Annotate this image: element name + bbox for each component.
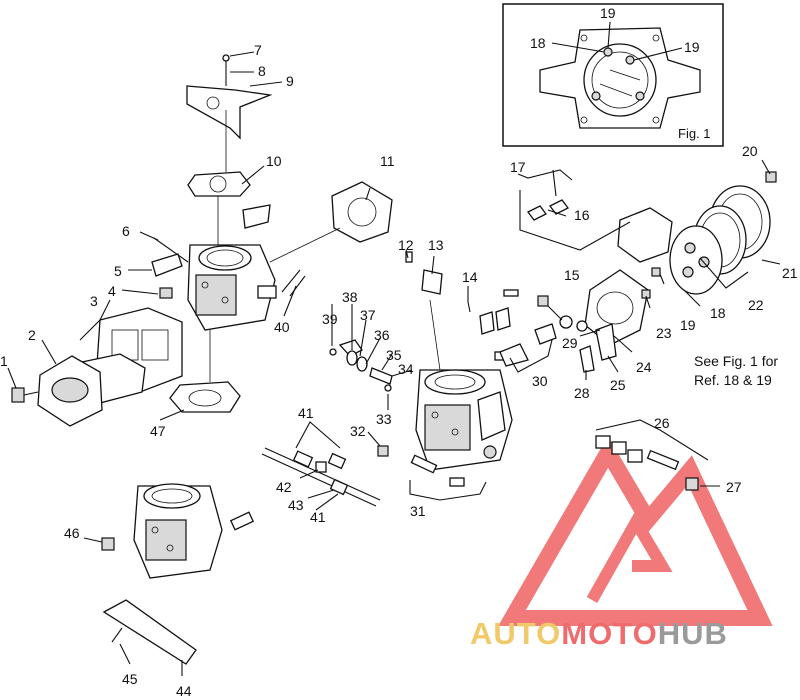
upper-left-carburetor <box>151 54 306 331</box>
callout-46: 46 <box>64 525 80 541</box>
watermark-logo-mark <box>498 436 773 626</box>
callout-18: 18 <box>710 305 726 321</box>
callout-41-top: 41 <box>298 405 314 421</box>
callout-16: 16 <box>574 207 590 223</box>
callout-3: 3 <box>90 293 98 309</box>
callout-26: 26 <box>654 415 670 431</box>
watermark-moto: MOTO <box>561 616 658 651</box>
callout-33: 33 <box>376 411 392 427</box>
callout-45: 45 <box>122 671 138 687</box>
lower-left-carburetor <box>101 483 255 665</box>
callout-1: 1 <box>0 353 8 369</box>
callout-18-inset: 18 <box>530 35 546 51</box>
note-line-2: Ref. 18 & 19 <box>694 372 772 388</box>
callout-32: 32 <box>350 423 366 439</box>
leader-lines <box>7 51 781 676</box>
callout-39: 39 <box>322 311 338 327</box>
callout-15: 15 <box>564 267 580 283</box>
watermark-logo-text: AUTOMOTOHUB <box>470 616 800 656</box>
callout-42: 42 <box>276 479 292 495</box>
fig1-label: Fig. 1 <box>678 126 711 141</box>
callout-36: 36 <box>374 327 390 343</box>
callout-29: 29 <box>562 335 578 351</box>
callout-4: 4 <box>108 283 116 299</box>
callout-11: 11 <box>380 153 395 169</box>
callout-40: 40 <box>274 319 290 335</box>
callout-31: 31 <box>410 503 426 519</box>
gasket-47 <box>169 330 241 413</box>
pump-cover-11 <box>269 181 393 263</box>
callout-47: 47 <box>150 423 166 439</box>
callout-19-inset-right: 19 <box>684 39 700 55</box>
callout-5: 5 <box>114 263 122 279</box>
callout-9: 9 <box>286 73 294 89</box>
small-parts-top-center <box>405 169 569 367</box>
right-pump-assembly <box>559 171 777 373</box>
watermark-auto: AUTO <box>470 616 562 651</box>
callout-35: 35 <box>386 347 402 363</box>
callout-2: 2 <box>28 327 36 343</box>
callout-24: 24 <box>636 359 652 375</box>
callout-7: 7 <box>254 42 262 58</box>
callout-34: 34 <box>398 361 414 377</box>
fuel-line-assembly <box>261 447 381 507</box>
callout-19-inset-top: 19 <box>600 5 616 21</box>
fig1-reference-note: See Fig. 1 for Ref. 18 & 19 <box>694 352 778 390</box>
callout-8: 8 <box>258 63 266 79</box>
callout-numbers: 7 8 9 10 11 6 5 4 3 2 1 40 47 12 13 14 1… <box>0 5 798 699</box>
callout-23: 23 <box>656 325 672 341</box>
callout-37: 37 <box>360 307 376 323</box>
callout-19: 19 <box>680 317 696 333</box>
callout-14: 14 <box>462 269 478 285</box>
callout-28: 28 <box>574 385 590 401</box>
callout-25: 25 <box>610 377 626 393</box>
center-carburetor <box>329 299 513 487</box>
callout-13: 13 <box>428 237 444 253</box>
watermark-hub: HUB <box>657 616 728 651</box>
callout-12: 12 <box>398 237 414 253</box>
callout-21: 21 <box>782 265 798 281</box>
callout-17: 17 <box>510 159 526 175</box>
fittings-26-27 <box>595 435 699 491</box>
callout-22: 22 <box>748 297 764 313</box>
note-line-1: See Fig. 1 for <box>694 353 779 369</box>
fuel-pump-assembly <box>11 307 183 427</box>
callout-30: 30 <box>532 373 548 389</box>
callout-43: 43 <box>288 497 304 513</box>
callout-44: 44 <box>176 683 192 699</box>
callout-20: 20 <box>742 143 758 159</box>
callout-38: 38 <box>342 289 358 305</box>
callout-27: 27 <box>726 479 742 495</box>
callout-41-bottom: 41 <box>310 509 326 525</box>
fig1-inset: Fig. 1 <box>502 3 724 147</box>
callout-10: 10 <box>266 153 282 169</box>
callout-6: 6 <box>122 223 130 239</box>
